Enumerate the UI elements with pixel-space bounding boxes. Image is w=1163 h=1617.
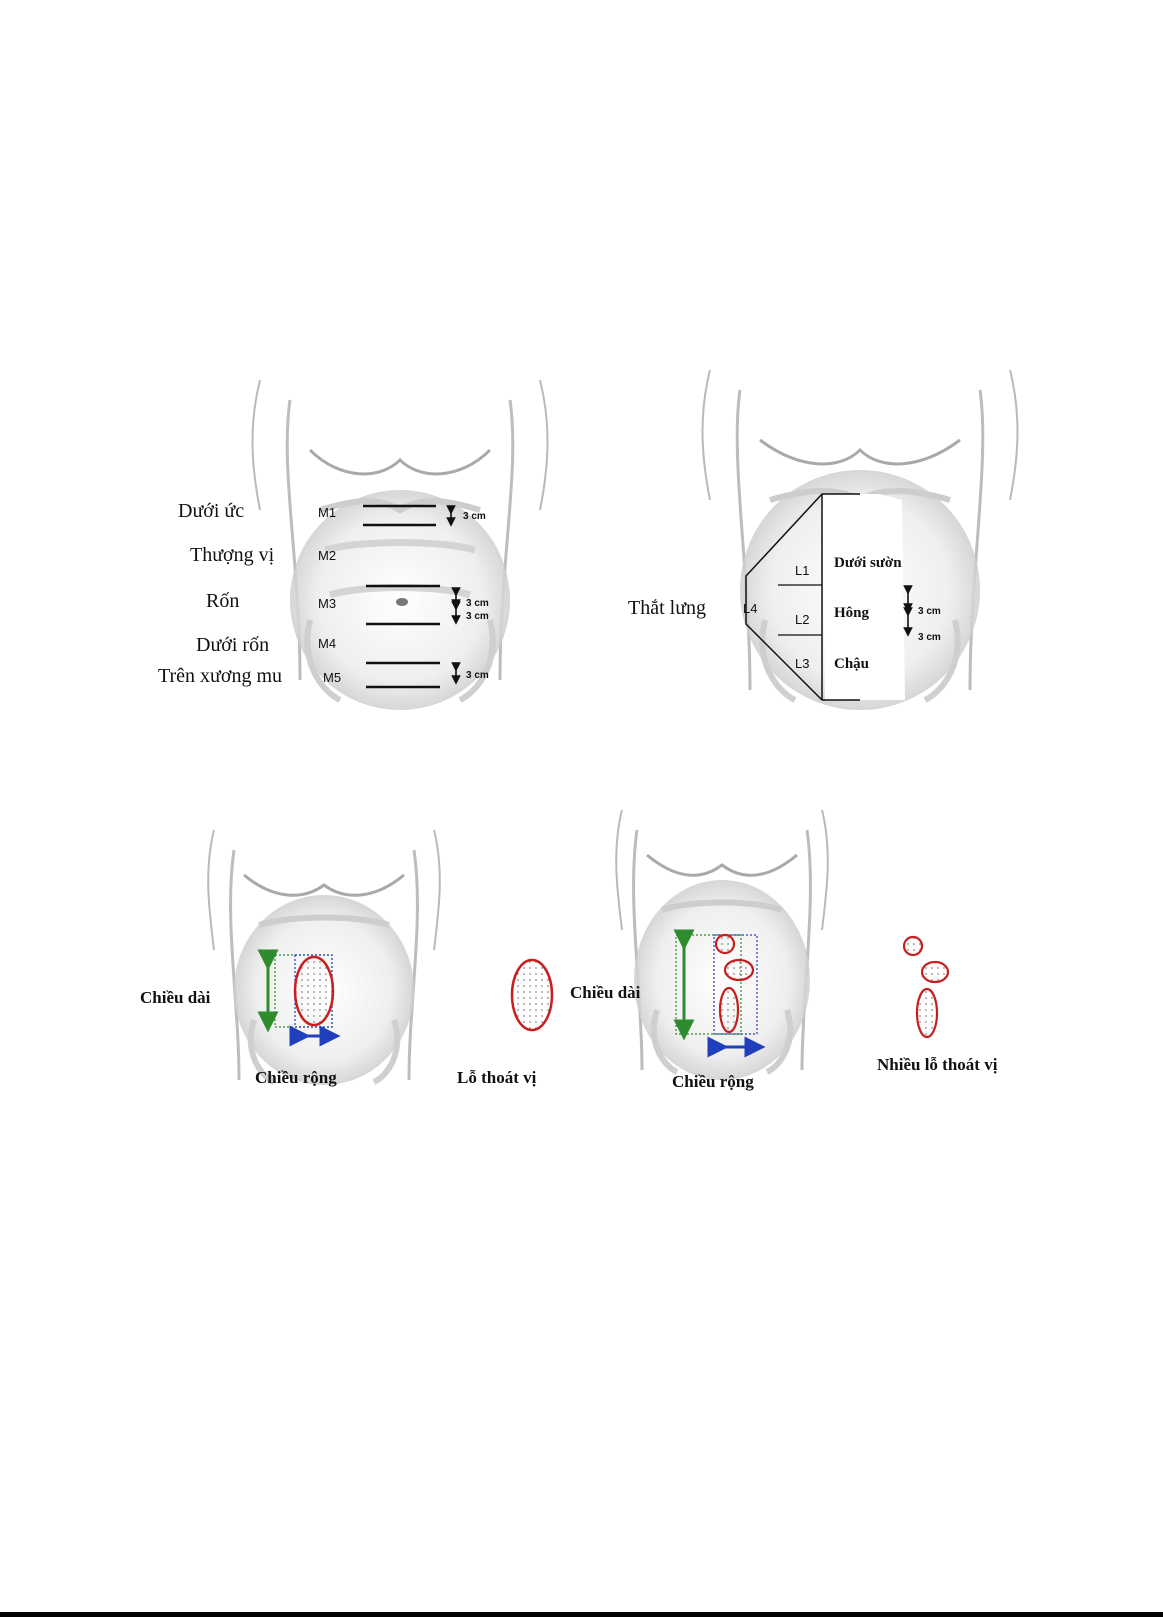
single-length-label: Chiều dài (140, 988, 211, 1007)
lateral-measure-1: 3 cm (918, 606, 941, 617)
measure-label-3: 3 cm (466, 611, 489, 622)
code-m2: M2 (318, 548, 336, 563)
example-hernia-3 (917, 989, 937, 1037)
code-l4: L4 (743, 601, 757, 616)
midline-labels: Dưới ức Thượng vị Rốn Dưới rốn Trên xươn… (158, 500, 282, 687)
label-duoi-uc: Dưới ức (178, 500, 244, 522)
lateral-measure-2: 3 cm (918, 632, 941, 643)
label-duoi-suon: Dưới sườn (834, 555, 902, 571)
multi-width-label: Chiều rộng (672, 1072, 754, 1091)
measure-label-2: 3 cm (466, 598, 489, 609)
example-hernia-2 (922, 962, 948, 982)
measure-label-4: 3 cm (466, 670, 489, 681)
single-width-label: Chiều rộng (255, 1068, 337, 1087)
code-l3: L3 (795, 656, 809, 671)
multi-hernia-2 (725, 960, 753, 980)
code-m3: M3 (318, 596, 336, 611)
measure-label-1: 3 cm (463, 511, 486, 522)
label-ron: Rốn (206, 590, 239, 612)
code-m5: M5 (323, 670, 341, 685)
label-tren-xuong-mu: Trên xương mu (158, 665, 282, 687)
page-bottom-rule (0, 1612, 1163, 1617)
code-m4: M4 (318, 636, 336, 651)
single-defect-hernia-ellipse (295, 957, 333, 1025)
multi-hernia-3 (720, 988, 738, 1032)
single-defect-example-ellipse (512, 960, 552, 1030)
multi-defect-label: Nhiều lỗ thoát vị (877, 1055, 998, 1074)
label-hong: Hông (834, 605, 870, 621)
code-l2: L2 (795, 612, 809, 627)
torso-single-defect (208, 830, 440, 1085)
torso-midline (253, 380, 548, 710)
label-that-lung: Thắt lưng (628, 597, 706, 619)
code-l1: L1 (795, 563, 809, 578)
label-chau: Chậu (834, 656, 869, 672)
single-defect-label: Lỗ thoát vị (457, 1068, 537, 1087)
multiple-defects-example (904, 937, 948, 1037)
label-thuong-vi: Thượng vị (190, 544, 275, 566)
code-m1: M1 (318, 505, 336, 520)
multi-hernia-1 (716, 935, 734, 953)
lateral-group-label: Thắt lưng (628, 597, 706, 619)
label-duoi-ron: Dưới rốn (196, 634, 269, 656)
multi-length-label: Chiều dài (570, 983, 641, 1002)
example-hernia-1 (904, 937, 922, 955)
